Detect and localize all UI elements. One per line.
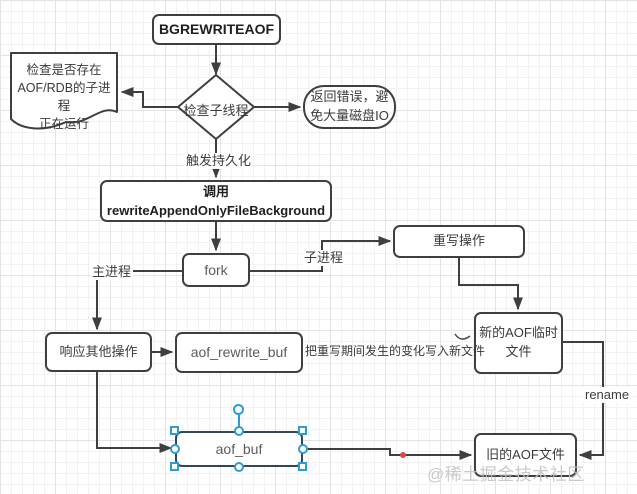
document-shape[interactable] — [10, 52, 118, 130]
edge-fork-to-respond[interactable] — [92, 270, 182, 331]
node-fork[interactable]: fork — [182, 253, 250, 287]
rotation-handle-stem — [238, 414, 240, 431]
decision-label: 检查子线程 — [183, 103, 249, 118]
edge-rewrite-to-newaof[interactable] — [458, 258, 523, 311]
edge-label-main-process: 主进程 — [90, 264, 134, 280]
node-new-aof-temp[interactable]: 新的AOF临时 文件 — [474, 312, 563, 374]
edge-label-trigger: 触发持久化 — [184, 153, 254, 169]
node-bgrewriteaof[interactable]: BGREWRITEAOF — [152, 14, 281, 45]
selection-handle-top-left[interactable] — [170, 426, 179, 435]
edge-label-child-process: 子进程 — [302, 250, 346, 266]
annotation-hook — [454, 333, 471, 340]
edge-respond-to-aofbuf[interactable] — [96, 372, 173, 453]
node-call-rewrite-background[interactable]: 调用 rewriteAppendOnlyFileBackground — [100, 180, 332, 222]
edge-decision-to-document[interactable] — [120, 87, 178, 108]
edge-aofbuf-to-oldaof[interactable] — [303, 448, 473, 460]
waypoint-dot[interactable] — [400, 452, 406, 458]
selection-handle-top-right[interactable] — [298, 426, 307, 435]
selection-handle-bottom-right[interactable] — [298, 462, 307, 471]
selection-handle-bottom-left[interactable] — [170, 462, 179, 471]
selection-handle-left-mid[interactable] — [170, 444, 180, 454]
selection-handle-right-mid[interactable] — [298, 444, 308, 454]
node-respond-ops[interactable]: 响应其他操作 — [45, 332, 152, 372]
node-rewrite-op[interactable]: 重写操作 — [393, 225, 525, 258]
annotation-write-note: 把重写期间发生的变化写入新文件 — [305, 344, 486, 358]
selection-handle-bottom-mid[interactable] — [234, 462, 244, 472]
edge-label-rename: rename — [583, 387, 632, 403]
node-old-aof[interactable]: 旧的AOF文件 — [474, 433, 577, 477]
decision-diamond[interactable] — [177, 74, 255, 140]
node-return-error[interactable]: 返回错误，避 免大量磁盘IO — [303, 85, 396, 129]
selection-handle-top-mid[interactable] — [234, 426, 244, 436]
rotation-handle-icon[interactable] — [233, 404, 244, 415]
node-aof-rewrite-buf[interactable]: aof_rewrite_buf — [175, 332, 303, 373]
watermark: @稀土掘金技术社区 — [427, 465, 585, 484]
document-label: 检查是否存在 AOF/RDB的子进程 正在运行 — [17, 63, 111, 132]
